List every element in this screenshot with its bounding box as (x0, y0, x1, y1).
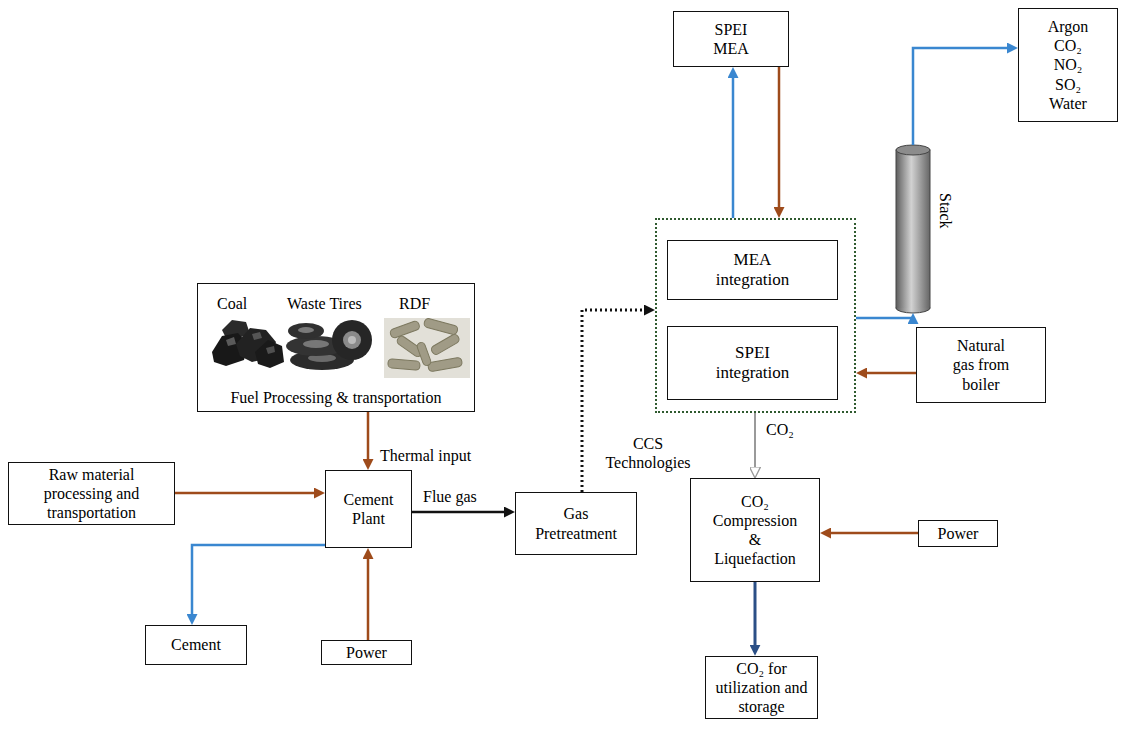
arrow-label: CO₂ (764, 420, 796, 439)
tire (288, 323, 324, 339)
tire-hub (348, 336, 356, 344)
flow-arrow (412, 511, 511, 514)
box-label: Coal (217, 294, 247, 313)
arrow-label: Flue gas (421, 487, 479, 506)
box-label: Natural gas from boiler (948, 336, 1014, 394)
process-box: Cement Plant (325, 470, 412, 548)
coal-highlight (226, 337, 236, 346)
rdf-pellet (389, 320, 420, 339)
rdf-pellet (428, 357, 463, 372)
rdf-pellet (388, 359, 421, 371)
stack-top (896, 145, 930, 155)
rdf-pellet (430, 333, 460, 356)
box-label: RDF (399, 294, 430, 313)
flow-arrow (778, 67, 781, 214)
flow-arrow (824, 532, 918, 535)
flow-arrow (367, 412, 370, 466)
coal-picture (212, 320, 284, 368)
flow-arrow (732, 71, 735, 218)
tire (332, 320, 372, 360)
box-label: SPEI integration (708, 343, 798, 384)
arrow-label: Thermal input (378, 446, 473, 465)
box-label: Power (938, 524, 979, 543)
box-label: Cement (171, 635, 221, 654)
box-label: Power (346, 643, 387, 662)
stack-cylinder (896, 145, 930, 313)
box-label: MEA integration (708, 250, 798, 291)
process-box: MEA integration (667, 240, 838, 300)
rdf-picture (384, 318, 470, 378)
process-box: Natural gas from boiler (916, 327, 1046, 403)
flow-arrow (856, 317, 913, 318)
stack-body (896, 150, 930, 308)
flow-arrow (860, 372, 916, 375)
box-label: Cement Plant (339, 490, 399, 528)
arrow-label: CCS Technologies (592, 434, 704, 472)
tires-picture (286, 320, 372, 370)
process-box: Raw material processing and transportati… (8, 462, 175, 525)
rdf-pellet (416, 341, 432, 366)
emissions-box: Argon CO₂ NO₂ SO₂ Water (1018, 8, 1118, 122)
stack-body (897, 300, 930, 308)
process-box: SPEI integration (667, 326, 838, 400)
fuel-panel: Coal Waste Tires RDF Fuel Processing & tran… (197, 283, 475, 412)
ccs-group-box: MEA integrationSPEI integration (655, 218, 856, 413)
box-label: CO₂ for utilization and storage (714, 659, 809, 717)
flow-arrow (192, 545, 325, 621)
coal-highlight (266, 346, 275, 354)
process-box: CO₂ for utilization and storage (705, 656, 818, 719)
rdf-ground (384, 318, 470, 378)
box-label: CO₂ Compression & Liquefaction (713, 492, 797, 569)
process-box: Power (321, 640, 412, 665)
box-label: Fuel Processing & transportation (198, 388, 474, 407)
box-label: SPEI MEA (701, 20, 761, 58)
flow-arrow (913, 48, 1014, 145)
process-box: Power (918, 520, 998, 547)
flow-arrow (754, 413, 756, 474)
tire-hole (298, 327, 314, 333)
flow-arrow (367, 552, 370, 640)
box-label: Gas Pretreatment (526, 504, 626, 542)
process-box: Cement (145, 625, 247, 665)
process-box: SPEI MEA (673, 11, 789, 67)
stack: Stack (895, 145, 931, 313)
tire-hole (303, 340, 329, 348)
tire-rim (343, 331, 361, 349)
box-label: Raw material processing and transportati… (32, 465, 152, 523)
flow-arrow (754, 582, 757, 652)
coal-lump (255, 340, 284, 368)
process-box: Gas Pretreatment (515, 492, 637, 555)
process-box: CO₂ Compression & Liquefaction (690, 478, 820, 582)
box-label: Stack (936, 193, 955, 229)
box-label: Waste Tires (287, 294, 362, 313)
box-label: Argon CO₂ NO₂ SO₂ Water (1048, 17, 1089, 113)
coal-highlight (252, 332, 262, 340)
rdf-pellet (423, 318, 458, 335)
flow-arrow (175, 492, 321, 495)
